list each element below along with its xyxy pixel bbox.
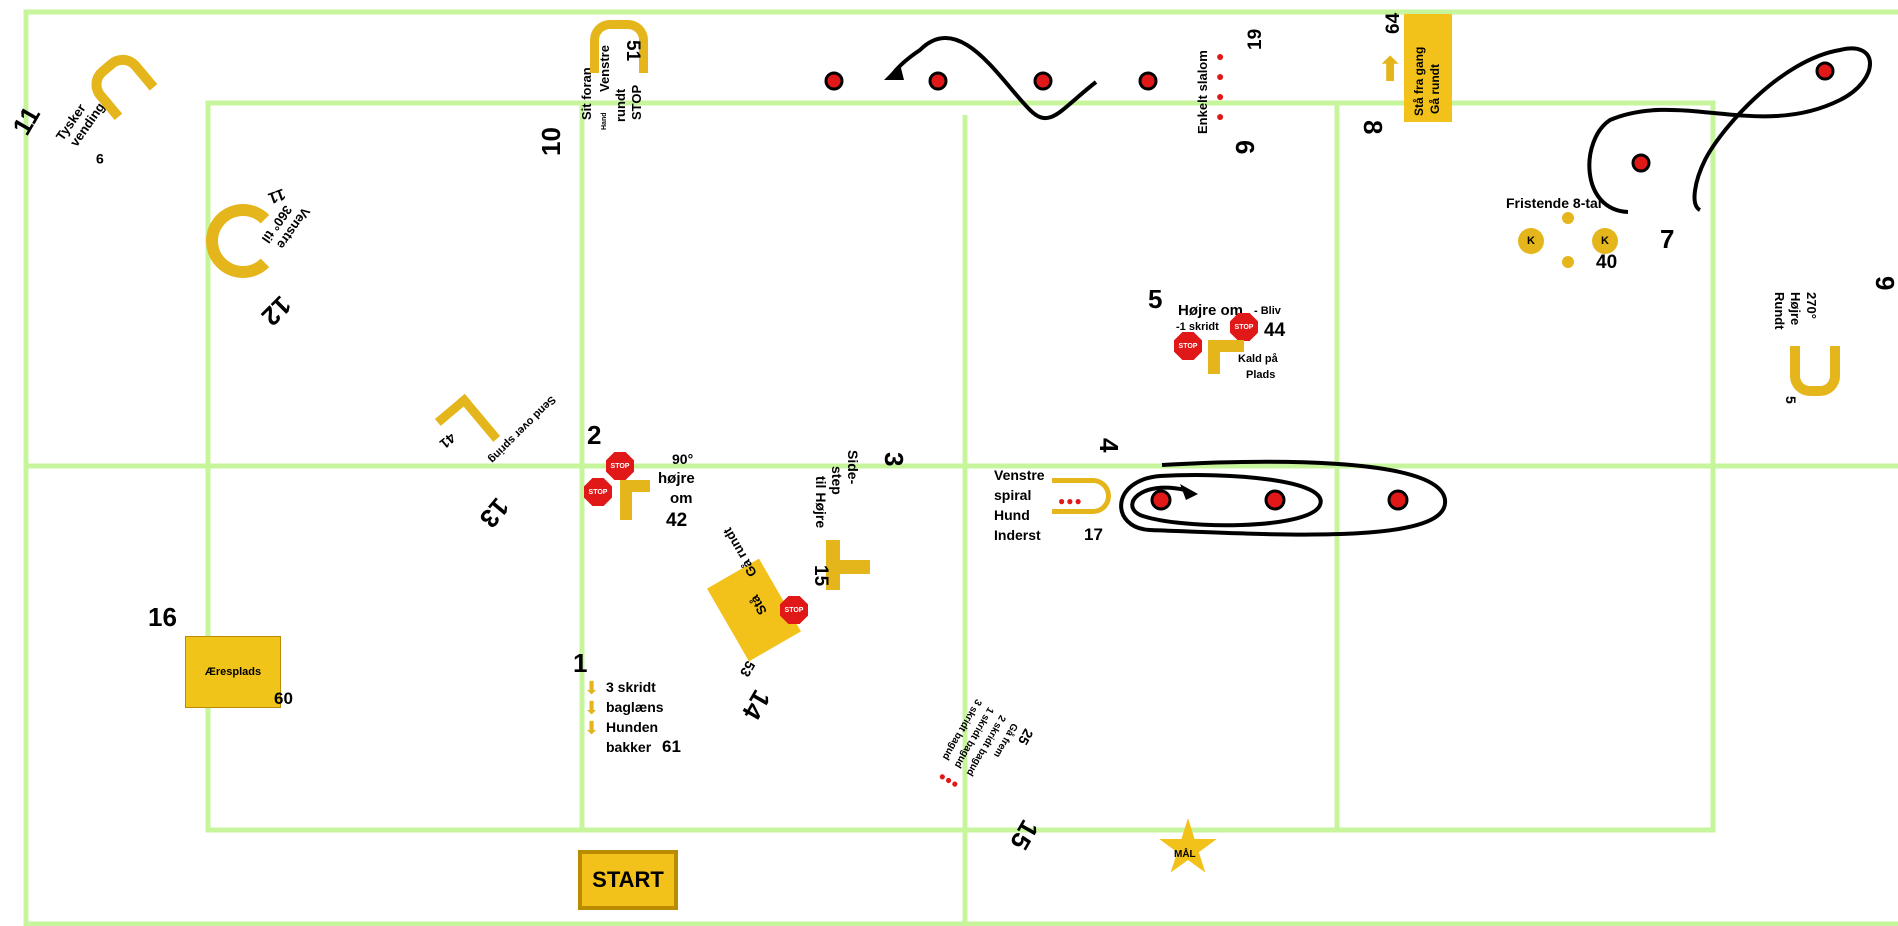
station-3-line-1: Side- bbox=[845, 450, 861, 485]
station-4-line-4: Inderst bbox=[994, 527, 1041, 543]
station-1-line-2: baglæns bbox=[606, 699, 664, 715]
station-3-line-2: step bbox=[829, 466, 845, 495]
cone-dot-icon bbox=[1562, 212, 1574, 224]
station-7-number: 7 bbox=[1660, 224, 1675, 254]
station-9-line-2: Højre bbox=[1788, 292, 1803, 326]
sidestep-arrow-icon-head bbox=[840, 560, 870, 574]
station-1-line-3: Hunden bbox=[606, 719, 659, 735]
station-5-number: 5 bbox=[1148, 284, 1163, 314]
station-2-number: 2 bbox=[587, 420, 602, 450]
station-16-code: 60 bbox=[274, 689, 293, 708]
station-8-sign bbox=[1404, 14, 1452, 122]
start-button[interactable]: START bbox=[578, 850, 678, 910]
sidestep-arrow-icon bbox=[826, 540, 840, 590]
station-10-number: 10 bbox=[536, 127, 566, 156]
slalom-pylons bbox=[824, 71, 1158, 91]
spiral-arrowhead bbox=[1180, 484, 1198, 500]
station-1-line-1: 3 skridt bbox=[606, 679, 656, 695]
station-5-code: 44 bbox=[1264, 320, 1286, 341]
course-grid bbox=[23, 9, 1898, 926]
station-6-text: Enkelt slalom bbox=[1195, 50, 1210, 134]
station-2-line-3: om bbox=[670, 490, 693, 507]
station-1-code: 61 bbox=[662, 737, 681, 756]
station-6-code: 19 bbox=[1245, 28, 1266, 50]
station-4-line-2: spiral bbox=[994, 487, 1032, 503]
station-8-line-2: Gå rundt bbox=[1428, 64, 1442, 114]
eight-figure-pylons bbox=[1631, 61, 1835, 173]
station-2-line-1: 90° bbox=[672, 451, 694, 467]
cone-icon: K bbox=[1592, 228, 1618, 254]
station-4-code: 17 bbox=[1084, 525, 1103, 544]
stop-icon: STOP bbox=[1230, 313, 1258, 341]
spiral-pylons bbox=[1150, 489, 1409, 511]
station-9-number: 9 bbox=[1870, 276, 1898, 291]
arrow-up-icon: ⬆ bbox=[1376, 51, 1405, 89]
station-10-code: 51 bbox=[622, 40, 643, 62]
spiral-path bbox=[1119, 459, 1448, 537]
station-6-number: 6 bbox=[1230, 140, 1260, 155]
slalom-arrowhead bbox=[884, 64, 904, 80]
station-3-number: 3 bbox=[879, 452, 909, 467]
finish-label: MÅL bbox=[1174, 849, 1196, 860]
station-3-line-3: til Højre bbox=[813, 476, 829, 529]
stop-icon: STOP bbox=[780, 596, 808, 624]
station-9-line-1: 270° bbox=[1804, 292, 1819, 319]
station-1-line-4: bakker bbox=[606, 739, 652, 755]
station-5-call-2: Plads bbox=[1246, 369, 1276, 381]
station-1-number: 1 bbox=[573, 648, 588, 678]
station-7-text: Fristende 8-tal bbox=[1506, 195, 1602, 211]
station-16-number: 16 bbox=[148, 602, 177, 632]
station-5-extra: - Bliv bbox=[1254, 305, 1281, 317]
station-4-number: 4 bbox=[1094, 438, 1124, 453]
station-2-line-2: højre bbox=[658, 470, 695, 487]
arrow-down-icon: ⬇⬇⬇ bbox=[584, 678, 600, 738]
spiral-sign-dots: ●●● bbox=[1058, 494, 1083, 508]
station-2-code: 42 bbox=[666, 510, 688, 531]
turn-right-icon-head bbox=[620, 480, 650, 492]
station-5-title: Højre om bbox=[1178, 302, 1244, 319]
station-4-line-1: Venstre bbox=[994, 467, 1045, 483]
u-turn-icon bbox=[1790, 346, 1840, 396]
station-7-code: 40 bbox=[1596, 252, 1618, 273]
spiral-sign-icon bbox=[1052, 478, 1111, 514]
station-5-sub: -1 skridt bbox=[1176, 321, 1219, 333]
stop-icon: STOP bbox=[1174, 332, 1202, 360]
stop-icon: STOP bbox=[584, 478, 612, 506]
slalom-path bbox=[888, 35, 1098, 121]
cone-dot-icon bbox=[1562, 256, 1574, 268]
slalom-sign-pylons: ●●●● bbox=[1216, 48, 1225, 124]
station-5-call: Kald på bbox=[1238, 353, 1278, 365]
turn-around-icon bbox=[590, 20, 648, 73]
station-10-line-1: Sit foran bbox=[579, 67, 594, 120]
station-10-line-4: STOP bbox=[629, 84, 644, 120]
cone-icon: K bbox=[1518, 228, 1544, 254]
station-11-code: 9 bbox=[96, 151, 104, 167]
station-8-number: 8 bbox=[1358, 120, 1388, 135]
station-4-line-3: Hund bbox=[994, 507, 1030, 523]
station-9-line-3: Rundt bbox=[1772, 292, 1787, 330]
eight-figure-path bbox=[1587, 46, 1872, 214]
turn-right-icon-head bbox=[1208, 340, 1244, 352]
station-9-code: 5 bbox=[1783, 396, 1799, 404]
station-8-code: 64 bbox=[1383, 12, 1404, 34]
station-3-code: 15 bbox=[810, 565, 831, 587]
stop-icon: STOP bbox=[606, 452, 634, 480]
honor-place-sign: Æresplads bbox=[185, 636, 281, 708]
